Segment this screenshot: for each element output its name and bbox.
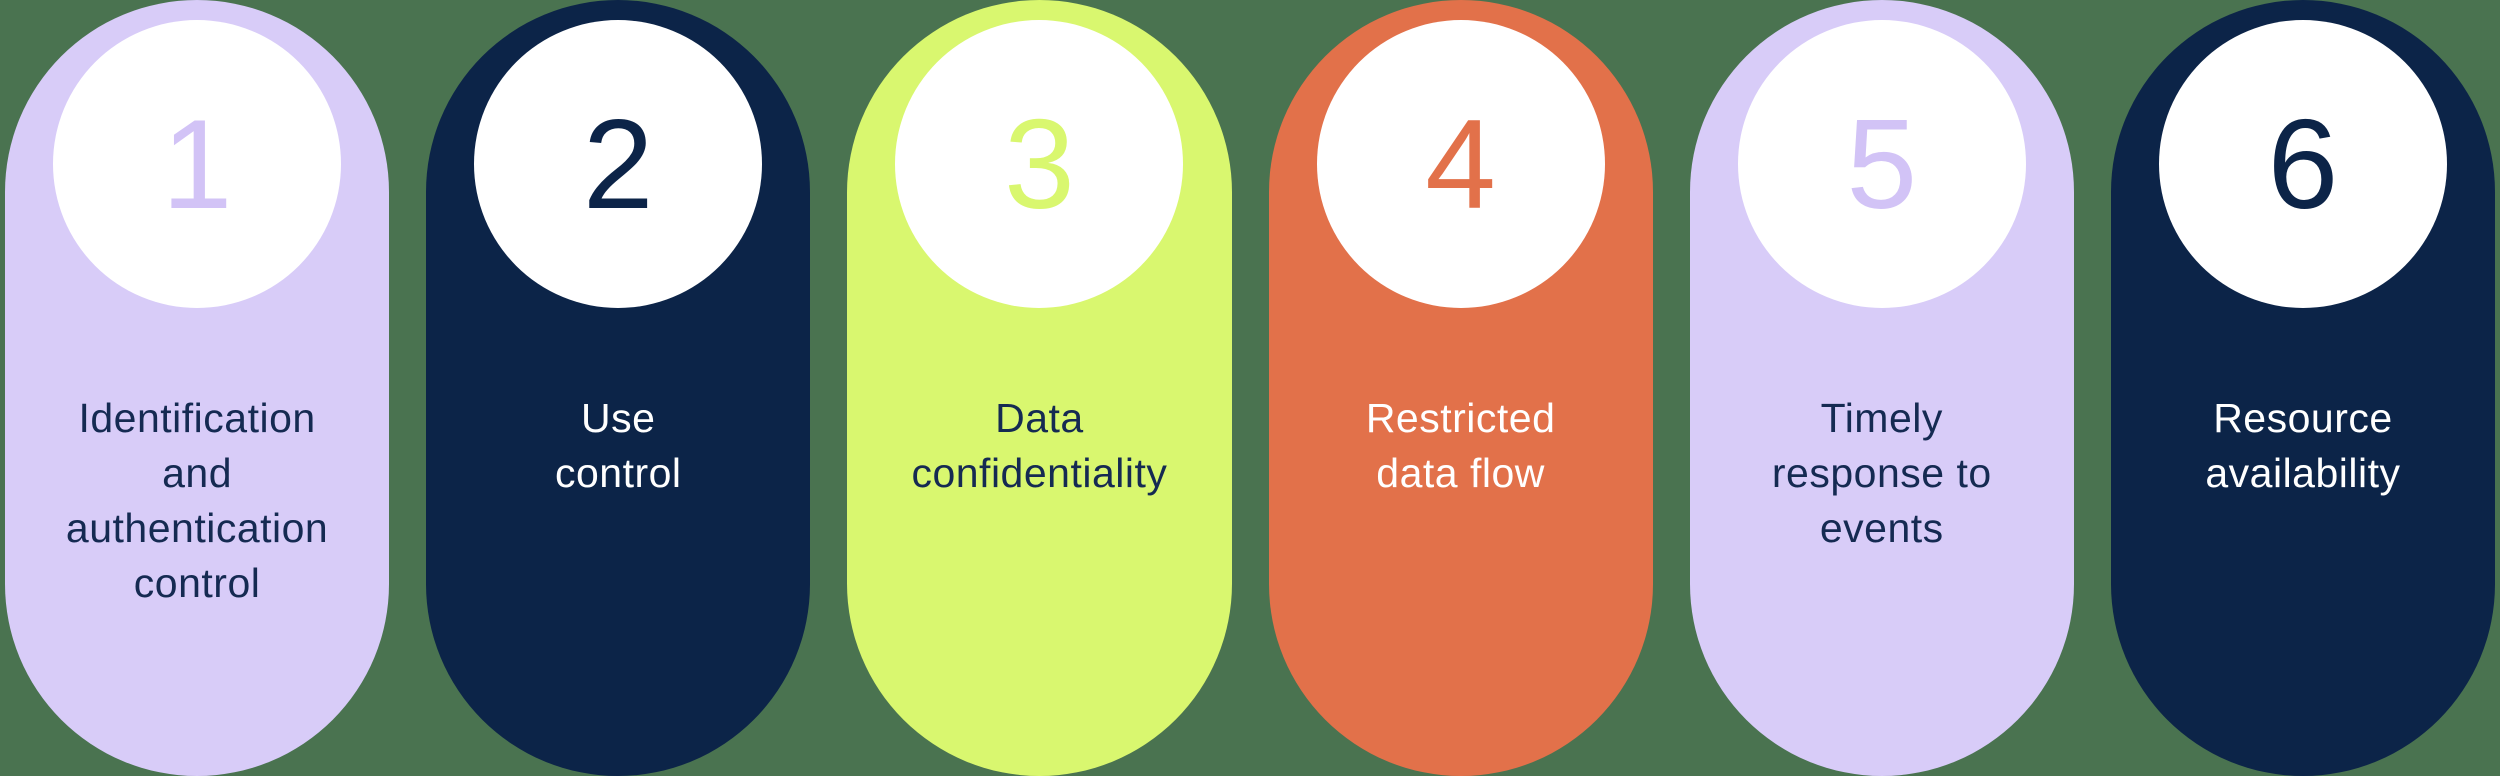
pillar-card-4: 4 Restricted data flow [1268, 0, 1653, 776]
pillar-label-line: Resource [2213, 395, 2393, 441]
pillar-label-line: control [133, 560, 261, 606]
pillar-card-5: 5 Timely response to events [1689, 0, 2074, 776]
pillar-label: Restricted data flow [1269, 391, 1653, 501]
pillar-label-line: Data [995, 395, 1084, 441]
pillar-number: 5 [1846, 92, 1918, 235]
pillar-label-line: authentication [65, 505, 329, 551]
pillar-number: 1 [161, 92, 233, 235]
number-circle: 6 [2158, 20, 2447, 308]
pillar-label: Data confidentiality [847, 391, 1231, 501]
number-circle: 1 [53, 20, 342, 308]
pillar-card-1: 1 Identification and authentication control [5, 0, 390, 776]
pillar-number: 3 [1004, 92, 1075, 235]
number-circle: 3 [895, 20, 1184, 308]
pillar-number: 6 [2267, 92, 2339, 235]
pillar-label-line: Timely [1820, 395, 1943, 441]
pillar-label-line: Use [581, 395, 656, 441]
pillar-label-line: and [162, 450, 233, 496]
pillar-label-line: control [554, 450, 682, 496]
pillar-label-line: Restricted [1365, 395, 1556, 441]
pillar-label-line: events [1819, 505, 1944, 551]
pillar-card-2: 2 Use control [426, 0, 811, 776]
pillar-label-line: response to [1771, 450, 1992, 496]
pillar-label-line: confidentiality [911, 450, 1168, 496]
pillar-label-line: data flow [1376, 450, 1545, 496]
pillar-label: Identification and authentication control [5, 391, 389, 611]
pillar-card-3: 3 Data confidentiality [847, 0, 1232, 776]
pillar-label: Resource availability [2111, 391, 2495, 501]
pillar-card-6: 6 Resource availability [2110, 0, 2496, 776]
number-circle: 5 [1737, 20, 2026, 308]
number-circle: 2 [474, 20, 763, 308]
pillar-number: 4 [1425, 92, 1496, 235]
pillar-label-line: Identification [78, 395, 316, 441]
number-circle: 4 [1316, 20, 1605, 308]
pillar-label: Timely response to events [1690, 391, 2074, 556]
pillar-label: Use control [426, 391, 810, 501]
pillar-number: 2 [582, 92, 654, 235]
pillar-label-line: availability [2205, 450, 2401, 496]
